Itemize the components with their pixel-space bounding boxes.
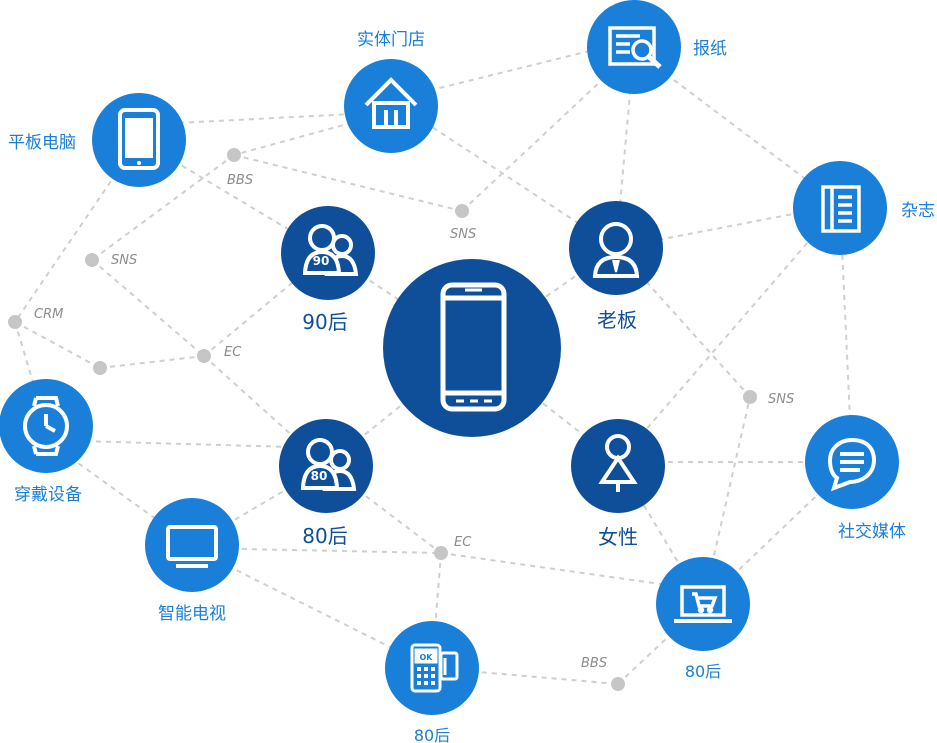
hub-label-ec-bottom: EC	[454, 535, 472, 550]
store-icon	[364, 77, 418, 129]
node-tv-label: 智能电视	[158, 604, 226, 624]
node-80-label: 80后	[302, 524, 347, 548]
tv-icon	[166, 525, 218, 568]
watch-icon	[23, 396, 69, 456]
chat-icon	[827, 437, 877, 492]
smartphone-icon	[440, 282, 507, 412]
node-social-label: 社交媒体	[838, 522, 906, 542]
boss-person-icon	[592, 222, 640, 278]
node-social: 社交媒体	[805, 415, 906, 542]
node-newspaper-label: 报纸	[693, 39, 727, 59]
node-female-label: 女性	[598, 525, 638, 549]
node-female: 女性	[571, 419, 665, 549]
node-tv: 智能电视	[145, 498, 239, 624]
node-pos: OK 80后	[385, 621, 479, 743]
node-newspaper: 报纸	[587, 0, 727, 94]
laptop-cart-icon	[674, 585, 732, 623]
node-boss: 老板	[569, 201, 663, 332]
pos-ok-text: OK	[420, 653, 434, 662]
hub-label-bbs-top: BBS	[227, 173, 253, 188]
magazine-icon	[821, 185, 861, 233]
node-magazine-label: 杂志	[901, 201, 935, 221]
node-store: 实体门店	[344, 30, 438, 153]
group-90-icon	[302, 224, 359, 276]
node-80: 80 80后	[279, 419, 373, 548]
group-80-icon	[300, 438, 357, 491]
node-boss-label: 老板	[597, 308, 637, 332]
hub-label-sns-top: SNS	[450, 227, 476, 242]
hub-label-sns-right: SNS	[768, 392, 794, 407]
node-wearable: 穿戴设备	[0, 379, 93, 505]
hub-label-sns-left: SNS	[111, 253, 137, 268]
node-smartphone	[383, 259, 561, 437]
group-90-badge: 90	[313, 254, 330, 268]
hub-label-crm: CRM	[34, 307, 63, 322]
node-90-label: 90后	[302, 310, 347, 334]
newspaper-search-icon	[608, 26, 662, 69]
node-tablet-label: 平板电脑	[8, 133, 76, 153]
group-80-badge: 80	[311, 469, 328, 483]
node-magazine: 杂志	[793, 161, 935, 255]
hub-label-bbs-bottom: BBS	[581, 656, 607, 671]
hub-label-ec-left: EC	[224, 345, 242, 360]
pos-terminal-icon	[410, 643, 459, 693]
node-90: 90 90后	[281, 206, 375, 334]
node-store-label: 实体门店	[357, 30, 425, 50]
node-laptop-label: 80后	[685, 662, 721, 681]
node-tablet: 平板电脑	[8, 93, 186, 187]
node-pos-label: 80后	[414, 726, 450, 743]
pos-keypad	[417, 667, 435, 685]
female-icon	[598, 434, 638, 492]
node-wearable-label: 穿戴设备	[14, 485, 82, 505]
node-laptop: 80后	[656, 557, 750, 681]
hub-dots	[8, 148, 757, 691]
tablet-icon	[118, 108, 160, 170]
